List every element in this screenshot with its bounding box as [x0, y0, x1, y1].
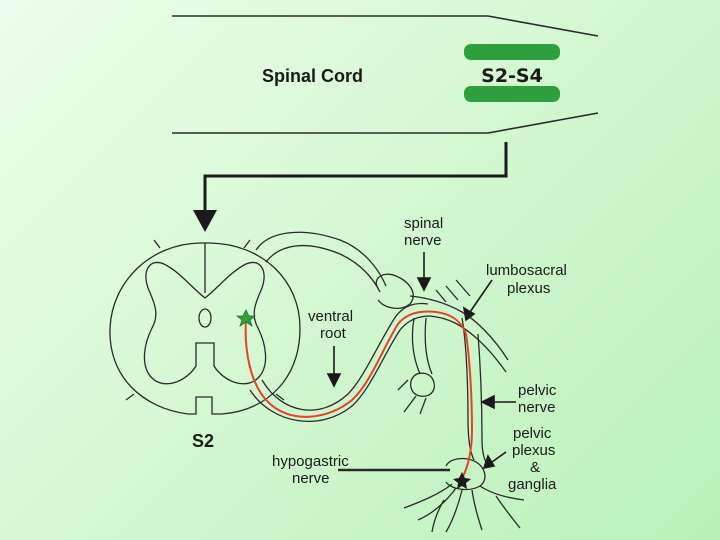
label-pelvic-nerve-line1: pelvic [518, 382, 557, 399]
segment-badge: S2-S4 [464, 44, 560, 102]
preganglionic-axon [244, 310, 474, 479]
dorsal-root-ganglion [375, 273, 414, 310]
label-lumbosacral-line1: lumbosacral [486, 262, 567, 279]
label-pelvic-plexus-line3: & [530, 459, 540, 476]
label-spinal-nerve-line1: spinal [404, 215, 443, 232]
label-pelvic-plexus-line4: ganglia [508, 476, 557, 493]
preganglionic-cell-body [235, 309, 257, 327]
label-hypogastric-nerve: hypogastric nerve [272, 453, 353, 487]
segment-pointer-arrow [193, 142, 508, 232]
label-pelvic-plexus: pelvic plexus & ganglia [508, 425, 560, 493]
postganglionic-cell-body [453, 472, 471, 489]
label-lumbosacral-plexus: lumbosacral plexus [486, 262, 571, 297]
ventral-root-outline [261, 302, 429, 411]
label-spinal-nerve-line2: nerve [404, 232, 442, 249]
badge-bottom-bar [464, 86, 560, 102]
label-hypogastric-line2: nerve [292, 470, 330, 487]
spinal-nerve-branches [338, 279, 525, 533]
label-pelvic-nerve: pelvic nerve [518, 382, 561, 416]
label-arrows [326, 252, 516, 470]
label-ventral-root-line1: ventral [308, 308, 353, 325]
spinal-cord-title: Spinal Cord [262, 66, 363, 86]
label-lumbosacral-line2: plexus [507, 280, 550, 297]
label-pelvic-nerve-line2: nerve [518, 399, 556, 416]
badge-top-bar [464, 44, 560, 60]
cord-cross-section [109, 239, 301, 415]
badge-text: S2-S4 [481, 65, 543, 87]
cord-outline [109, 242, 301, 415]
label-hypogastric-line1: hypogastric [272, 453, 349, 470]
label-pelvic-plexus-line2: plexus [512, 442, 555, 459]
pelvic-ganglion [445, 457, 486, 491]
label-ventral-root: ventral root [308, 308, 357, 342]
structure-labels: spinal nerve lumbosacral plexus ventral … [272, 215, 571, 493]
grey-matter [143, 261, 267, 385]
label-spinal-nerve: spinal nerve [404, 215, 447, 249]
paravertebral-ganglion [409, 372, 435, 397]
section-label: S2 [192, 431, 214, 451]
arrow-head [193, 210, 217, 232]
spinal-cord-band [172, 15, 599, 134]
dorsal-root [255, 231, 387, 287]
central-canal [198, 308, 212, 328]
label-pelvic-plexus-line1: pelvic [513, 425, 552, 442]
nerve-roots [249, 231, 431, 423]
label-ventral-root-line2: root [320, 325, 347, 342]
